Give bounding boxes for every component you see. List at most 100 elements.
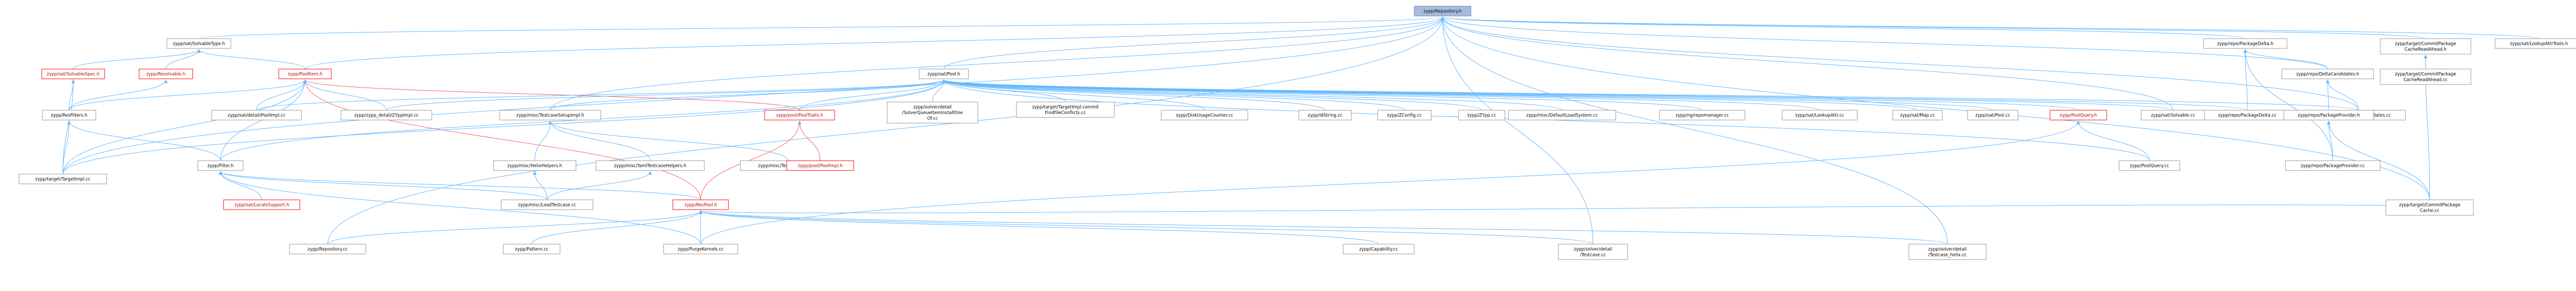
node-box — [2119, 160, 2180, 171]
node-label: zypp/misc/YamlTestcaseHelpers.h — [614, 163, 686, 168]
node-ng-repomanager[interactable]: zypp/ng/repomanager.cc — [1659, 110, 1745, 121]
node-label: zypp/ng/repomanager.cc — [1675, 113, 1729, 118]
node-sat-lookupattrtools[interactable]: zypp/sat/LookupAttrTools.h — [2495, 38, 2576, 49]
node-repo-packagedelta-h[interactable]: zypp/repo/PackageDelta.h — [2203, 38, 2287, 49]
node-pattern-cc[interactable]: zypp/Pattern.cc — [503, 244, 561, 254]
node-sat-lookupattr[interactable]: zypp/sat/LookupAttr.cc — [1782, 110, 1858, 121]
node-res-filters[interactable]: zypp/ResFilters.h — [42, 110, 96, 121]
node-target-impl[interactable]: zypp/target/TargetImpl.cc — [19, 174, 107, 184]
edge-misc_testcasesetup_cc-to-misc_testcase_setupimpl — [548, 121, 789, 161]
edge-sat_detail_poolimpl-to-pool_item — [256, 79, 307, 111]
edge-misc_helixhelpers-to-misc_testcase_setupimpl — [534, 121, 552, 161]
node-misc-defaultloadsystem[interactable]: zypp/misc/DefaultLoadSystem.cc — [1508, 110, 1616, 121]
node-label: zypp/solver/detail — [913, 105, 952, 110]
node-misc-testcase-setupimpl[interactable]: zypp/misc/TestcaseSetupImpl.h — [499, 110, 601, 121]
node-sat-solvable-cc[interactable]: zypp/sat/Solvable.cc — [2141, 110, 2206, 121]
edge-zypp_detail_zyppimpl-to-sat_pool — [386, 79, 946, 111]
node-sat-detail-poolimpl[interactable]: zypp/sat/detail/PoolImpl.cc — [211, 110, 302, 121]
edge-target_impl-to-pool_item — [62, 79, 307, 175]
node-repository-cc[interactable]: zypp/Repository.cc — [289, 244, 366, 254]
node-pool-pooltraits[interactable]: zypp/pool/PoolTraits.h — [764, 110, 835, 121]
node-purgekernels[interactable]: zypp/PurgeKernels.cc — [663, 244, 738, 254]
edge-misc_loadtestcase-to-filter — [218, 171, 548, 200]
node-capability-cc[interactable]: zypp/Capability.cc — [1343, 244, 1415, 254]
node-sat-pool[interactable]: zypp/sat/Pool.h — [919, 69, 969, 79]
node-target-commitpkg-h[interactable]: zypp/target/CommitPackageCacheReadAhead.… — [2380, 38, 2471, 55]
node-label: zypp/ResPool.h — [684, 202, 717, 208]
node-repo-packagedelta-cc[interactable]: zypp/repo/PackageDelta.cc — [2204, 110, 2291, 121]
node-respool[interactable]: zypp/ResPool.h — [672, 199, 729, 210]
node-label: CacheReadAhead.cc — [2403, 77, 2448, 82]
edge-poolquery_h-to-sat_pool — [942, 79, 2079, 111]
node-filter[interactable]: zypp/Filter.h — [197, 160, 244, 171]
node-target-commitpkg-cc[interactable]: zypp/target/CommitPackageCacheReadAhead.… — [2380, 69, 2471, 85]
node-repo-deltacandidates-h[interactable]: zypp/repo/DeltaCandidates.h — [2281, 69, 2374, 79]
node-poolquery-cc[interactable]: zypp/PoolQuery.cc — [2119, 160, 2180, 171]
node-pool-item[interactable]: zypp/PoolItem.h — [278, 69, 332, 79]
node-misc-loadtestcase[interactable]: zypp/misc/LoadTestcase.cc — [501, 199, 594, 210]
node-label: zypp/sat/SolvableType.h — [173, 41, 225, 46]
edge-target_commitpkgcache_cc-to-repo_packageprovider_h — [2327, 121, 2430, 200]
node-box — [341, 110, 432, 121]
node-poolquery-h[interactable]: zypp/PoolQuery.h — [2049, 110, 2107, 121]
node-root[interactable]: zypp/Repository.h — [1414, 6, 1471, 16]
node-box — [786, 160, 854, 171]
edge-target_impl-to-res_filters — [62, 121, 71, 175]
edge-sat_solvable_type-to-root — [198, 16, 1444, 39]
edge-zypp_cc-to-sat_pool — [942, 79, 1482, 111]
node-label: zypp/sat/Pool.h — [927, 72, 960, 77]
node-resolvable[interactable]: zypp/Resolvable.h — [139, 69, 193, 79]
edge-capability_cc-to-respool — [699, 210, 1379, 245]
edge-sat_solvable_spec-to-sat_solvable_type — [73, 49, 201, 70]
node-box — [1298, 110, 1352, 121]
node-label: zypp/solver/detail — [1574, 247, 1613, 252]
node-solver-detail-solverqueue[interactable]: zypp/solver/detail/SolverQueueItemInstal… — [887, 101, 978, 124]
node-label: zypp/misc/TestcaseSetupImpl.h — [516, 113, 584, 118]
node-label: zypp/IdString.cc — [1308, 113, 1343, 118]
edge-repository_cc-to-root — [327, 16, 1445, 245]
edge-purgekernels-to-filter — [218, 171, 701, 245]
node-misc-helixhelpers[interactable]: zypp/misc/HelixHelpers.h — [493, 160, 577, 171]
node-pool-poolimpl[interactable]: zypp/pool/PoolImpl.h — [786, 160, 854, 171]
node-sat-pool-cc[interactable]: zypp/sat/Pool.cc — [1967, 110, 2019, 121]
node-repo-packageprovider-h[interactable]: zypp/repo/PackageProvider.h — [2283, 110, 2374, 121]
node-misc-yamltestcasehelpers[interactable]: zypp/misc/YamlTestcaseHelpers.h — [596, 160, 705, 171]
node-box — [211, 110, 302, 121]
node-zypp-detail-zyppimpl[interactable]: zypp/zypp_detail/ZYppImpl.cc — [341, 110, 432, 121]
node-label: zypp/Filter.h — [208, 163, 234, 168]
node-box — [663, 244, 738, 254]
node-label: zypp/pool/PoolImpl.h — [798, 163, 842, 168]
node-zypp-cc[interactable]: zypp/ZYpp.cc — [1458, 110, 1505, 121]
node-idstring[interactable]: zypp/IdString.cc — [1298, 110, 1352, 121]
node-label: zypp/misc/LoadTestcase.cc — [518, 202, 577, 208]
edge-misc_testcase_setupimpl-to-root — [550, 16, 1445, 111]
node-target-targetimpl-commit[interactable]: zypp/target/TargetImpl.commitFindFileCon… — [1016, 101, 1115, 118]
edge-misc_defaultloadsystem-to-sat_pool — [942, 79, 1563, 111]
edge-respool-to-pool_item — [303, 79, 701, 200]
node-sat-solvable-type[interactable]: zypp/sat/SolvableType.h — [166, 38, 231, 49]
file-nodes: zypp/Repository.h zypp/sat/SolvableType.h… — [19, 6, 2576, 260]
node-label: zypp/sat/Solvable.cc — [2151, 113, 2195, 118]
node-box — [197, 160, 244, 171]
node-label: zypp/ZConfig.cc — [1387, 113, 1422, 118]
node-repo-packageprovider-cc[interactable]: zypp/repo/PackageProvider.cc — [2285, 160, 2381, 171]
edge-solver_testcase-to-root — [1440, 16, 1594, 245]
edge-target_commitpkgcache_cc-to-respool — [699, 204, 2430, 214]
edge-repo_deltacandidates_cc-to-root — [1440, 16, 2359, 111]
node-solver-testcase[interactable]: zypp/solver/detail/Testcase.cc — [1558, 244, 1628, 260]
node-box — [764, 110, 835, 121]
node-box — [499, 110, 601, 121]
node-locale-support[interactable]: zypp/sat/LocaleSupport.h — [223, 199, 300, 210]
edge-target_impl-to-sat_solvable_spec — [62, 79, 75, 175]
edge-sat_pool-to-root — [943, 16, 1445, 70]
node-solver-testcase-helix[interactable]: zypp/solver/detail/Testcase_helix.cc — [1908, 244, 1987, 260]
node-zconfig[interactable]: zypp/ZConfig.cc — [1377, 110, 1432, 121]
node-box — [2281, 69, 2374, 79]
node-sat-map[interactable]: zypp/sat/Map.cc — [1892, 110, 1943, 121]
node-diskusagecounter[interactable]: zypp/DiskUsageCounter.cc — [1161, 110, 1248, 121]
node-sat-solvable-spec[interactable]: zypp/sat/SolvableSpec.h — [41, 69, 105, 79]
edge-pattern_cc-to-respool — [531, 210, 703, 245]
edge-repo_packageprovider_cc-to-repo_packageprovider_h — [2327, 121, 2333, 161]
